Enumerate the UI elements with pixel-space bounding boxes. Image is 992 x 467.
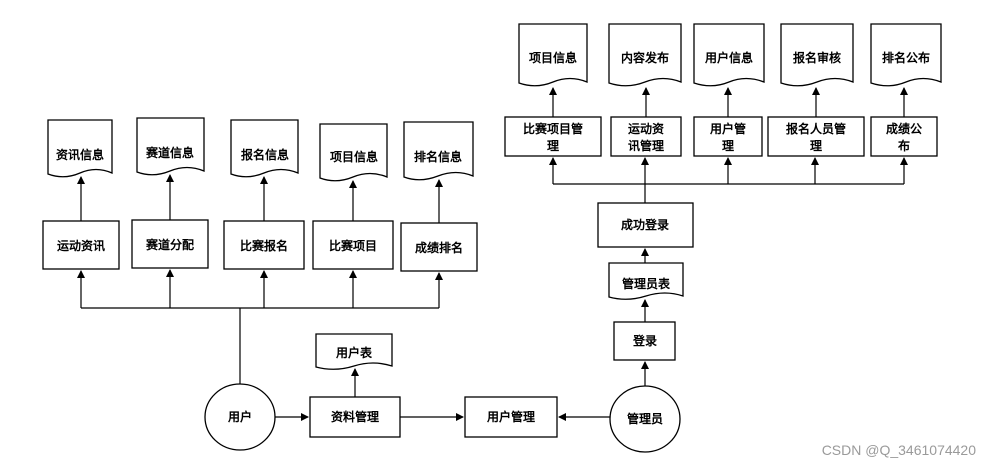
left-bus [77,269,443,384]
bottom-flow-arrows [275,368,610,421]
admin-table-doc-label: 管理员表 [622,276,671,291]
right-module-doc-arrows [549,87,908,117]
left-module-sports-news-label: 运动资讯 [57,238,105,253]
left-doc-ranking-info-label: 排名信息 [414,149,462,164]
right-module-signup-mgmt-line2: 理 [810,139,822,153]
right-module-news-mgmt: 运动资 讯管理 [610,116,682,157]
right-module-user-mgmt: 用户管 理 [693,116,763,157]
left-doc-track-info: 赛道信息 [136,117,205,176]
user-management-box: 用户管理 [464,396,558,438]
left-doc-news-info: 资讯信息 [47,119,113,178]
left-doc-project-info: 项目信息 [319,123,388,182]
right-module-project-mgmt-line1: 比赛项目管 [523,121,583,136]
left-module-projects-label: 比赛项目 [329,238,377,253]
admin-actor-label: 管理员 [627,411,663,426]
right-module-signup-mgmt-line1: 报名人员管 [786,121,846,136]
admin-actor: 管理员 [609,385,681,453]
right-doc-project-info: 项目信息 [518,23,588,87]
right-module-user-mgmt-line1: 用户管 [709,121,746,136]
user-actor: 用户 [204,383,276,451]
right-doc-signup-review: 报名审核 [780,23,854,87]
profile-management-label: 资料管理 [331,409,379,424]
left-module-signup: 比赛报名 [223,220,305,270]
right-module-signup-mgmt: 报名人员管 理 [767,116,865,157]
left-doc-news-info-label: 资讯信息 [56,147,104,162]
user-table-doc: 用户表 [315,333,393,370]
user-management-label: 用户管理 [486,409,535,424]
left-doc-ranking-info: 排名信息 [403,121,474,181]
left-module-doc-arrows [77,174,443,223]
left-doc-signup-info: 报名信息 [230,119,299,178]
left-module-track-assign-label: 赛道分配 [145,237,194,252]
right-module-project-mgmt-line2: 理 [547,139,559,153]
right-doc-project-info-label: 项目信息 [529,50,577,65]
left-module-projects: 比赛项目 [312,220,394,270]
left-doc-signup-info-label: 报名信息 [241,147,289,162]
csdn-watermark: CSDN @Q_3461074420 [822,442,977,458]
left-module-track-assign: 赛道分配 [131,219,209,269]
right-doc-ranking-publish-label: 排名公布 [882,50,930,65]
admin-table-doc: 管理员表 [608,262,684,300]
left-module-ranking: 成绩排名 [400,222,478,272]
right-doc-ranking-publish: 排名公布 [870,23,942,87]
right-doc-content-publish-label: 内容发布 [621,50,669,65]
right-module-results-publish-line2: 布 [898,138,910,153]
right-module-project-mgmt: 比赛项目管 理 [504,116,602,157]
right-module-news-mgmt-line2: 讯管理 [628,138,664,153]
right-doc-user-info: 用户信息 [693,23,765,87]
left-module-ranking-label: 成绩排名 [415,240,463,255]
left-module-sports-news: 运动资讯 [42,220,120,270]
user-actor-label: 用户 [227,409,252,424]
login-label: 登录 [632,333,657,348]
right-module-results-publish: 成绩公 布 [870,116,938,157]
right-module-results-publish-line1: 成绩公 [886,121,922,136]
right-doc-user-info-label: 用户信息 [704,50,753,65]
right-module-user-mgmt-line2: 理 [722,139,734,153]
right-module-news-mgmt-line1: 运动资 [628,121,664,136]
profile-management-box: 资料管理 [309,396,401,438]
login-success-label: 成功登录 [621,217,669,232]
right-doc-content-publish: 内容发布 [608,23,682,87]
right-doc-signup-review-label: 报名审核 [793,50,841,65]
login-box: 登录 [613,321,676,361]
login-success-box: 成功登录 [597,202,694,248]
left-module-signup-label: 比赛报名 [240,238,288,253]
left-doc-track-info-label: 赛道信息 [145,145,194,160]
left-doc-project-info-label: 项目信息 [330,149,378,164]
user-table-doc-label: 用户表 [335,345,373,360]
right-bus [549,157,908,203]
